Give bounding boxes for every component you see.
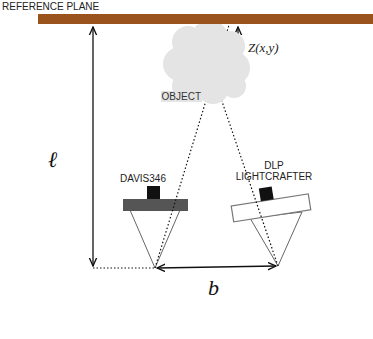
- baseline-label: b: [208, 276, 219, 300]
- camera: [123, 186, 188, 268]
- projector-label: DLP LIGHTCRAFTER: [234, 160, 314, 182]
- object-cloud: OBJECT: [158, 24, 253, 106]
- reference-plane: [38, 14, 373, 24]
- object-label: OBJECT: [161, 91, 202, 102]
- distance-arrow: [92, 27, 93, 266]
- plane-label: REFERENCE PLANE: [2, 1, 99, 12]
- baseline-arrow: [157, 266, 276, 268]
- object-point: [205, 92, 210, 97]
- projector-ray: [196, 25, 278, 266]
- projector: [229, 181, 311, 266]
- depth-label: Z(x,y): [248, 40, 279, 56]
- distance-label: ℓ: [48, 148, 57, 172]
- camera-ray: [155, 25, 229, 268]
- dotted-guide: [93, 268, 155, 269]
- camera-label: DAVIS346: [120, 173, 166, 184]
